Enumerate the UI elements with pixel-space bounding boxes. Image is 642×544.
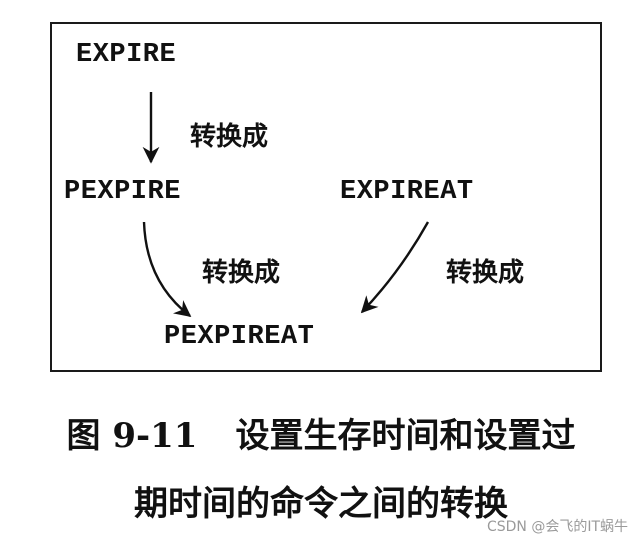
node-expireat: EXPIREAT [340, 177, 474, 207]
caption-text-line1: 设置生存时间和设置过 [235, 416, 576, 456]
figure-caption-line1: 图 9-11 设置生存时间和设置过 [0, 408, 642, 457]
edge-label-expireat-to-pexpireat: 转换成 [446, 258, 525, 288]
figure-caption-line2: 期时间的命令之间的转换 [134, 484, 508, 524]
node-pexpire: PEXPIRE [64, 177, 181, 207]
edge-label-pexpire-to-pexpireat: 转换成 [202, 258, 281, 288]
diagram-frame [50, 22, 602, 372]
edge-label-expire-to-pexpire: 转换成 [190, 122, 269, 152]
node-expire: EXPIRE [76, 40, 177, 70]
csdn-watermark: CSDN @会飞的IT蜗牛 [486, 519, 628, 535]
node-pexpireat: PEXPIREAT [164, 322, 315, 352]
figure-label: 图 9-11 [66, 416, 198, 456]
